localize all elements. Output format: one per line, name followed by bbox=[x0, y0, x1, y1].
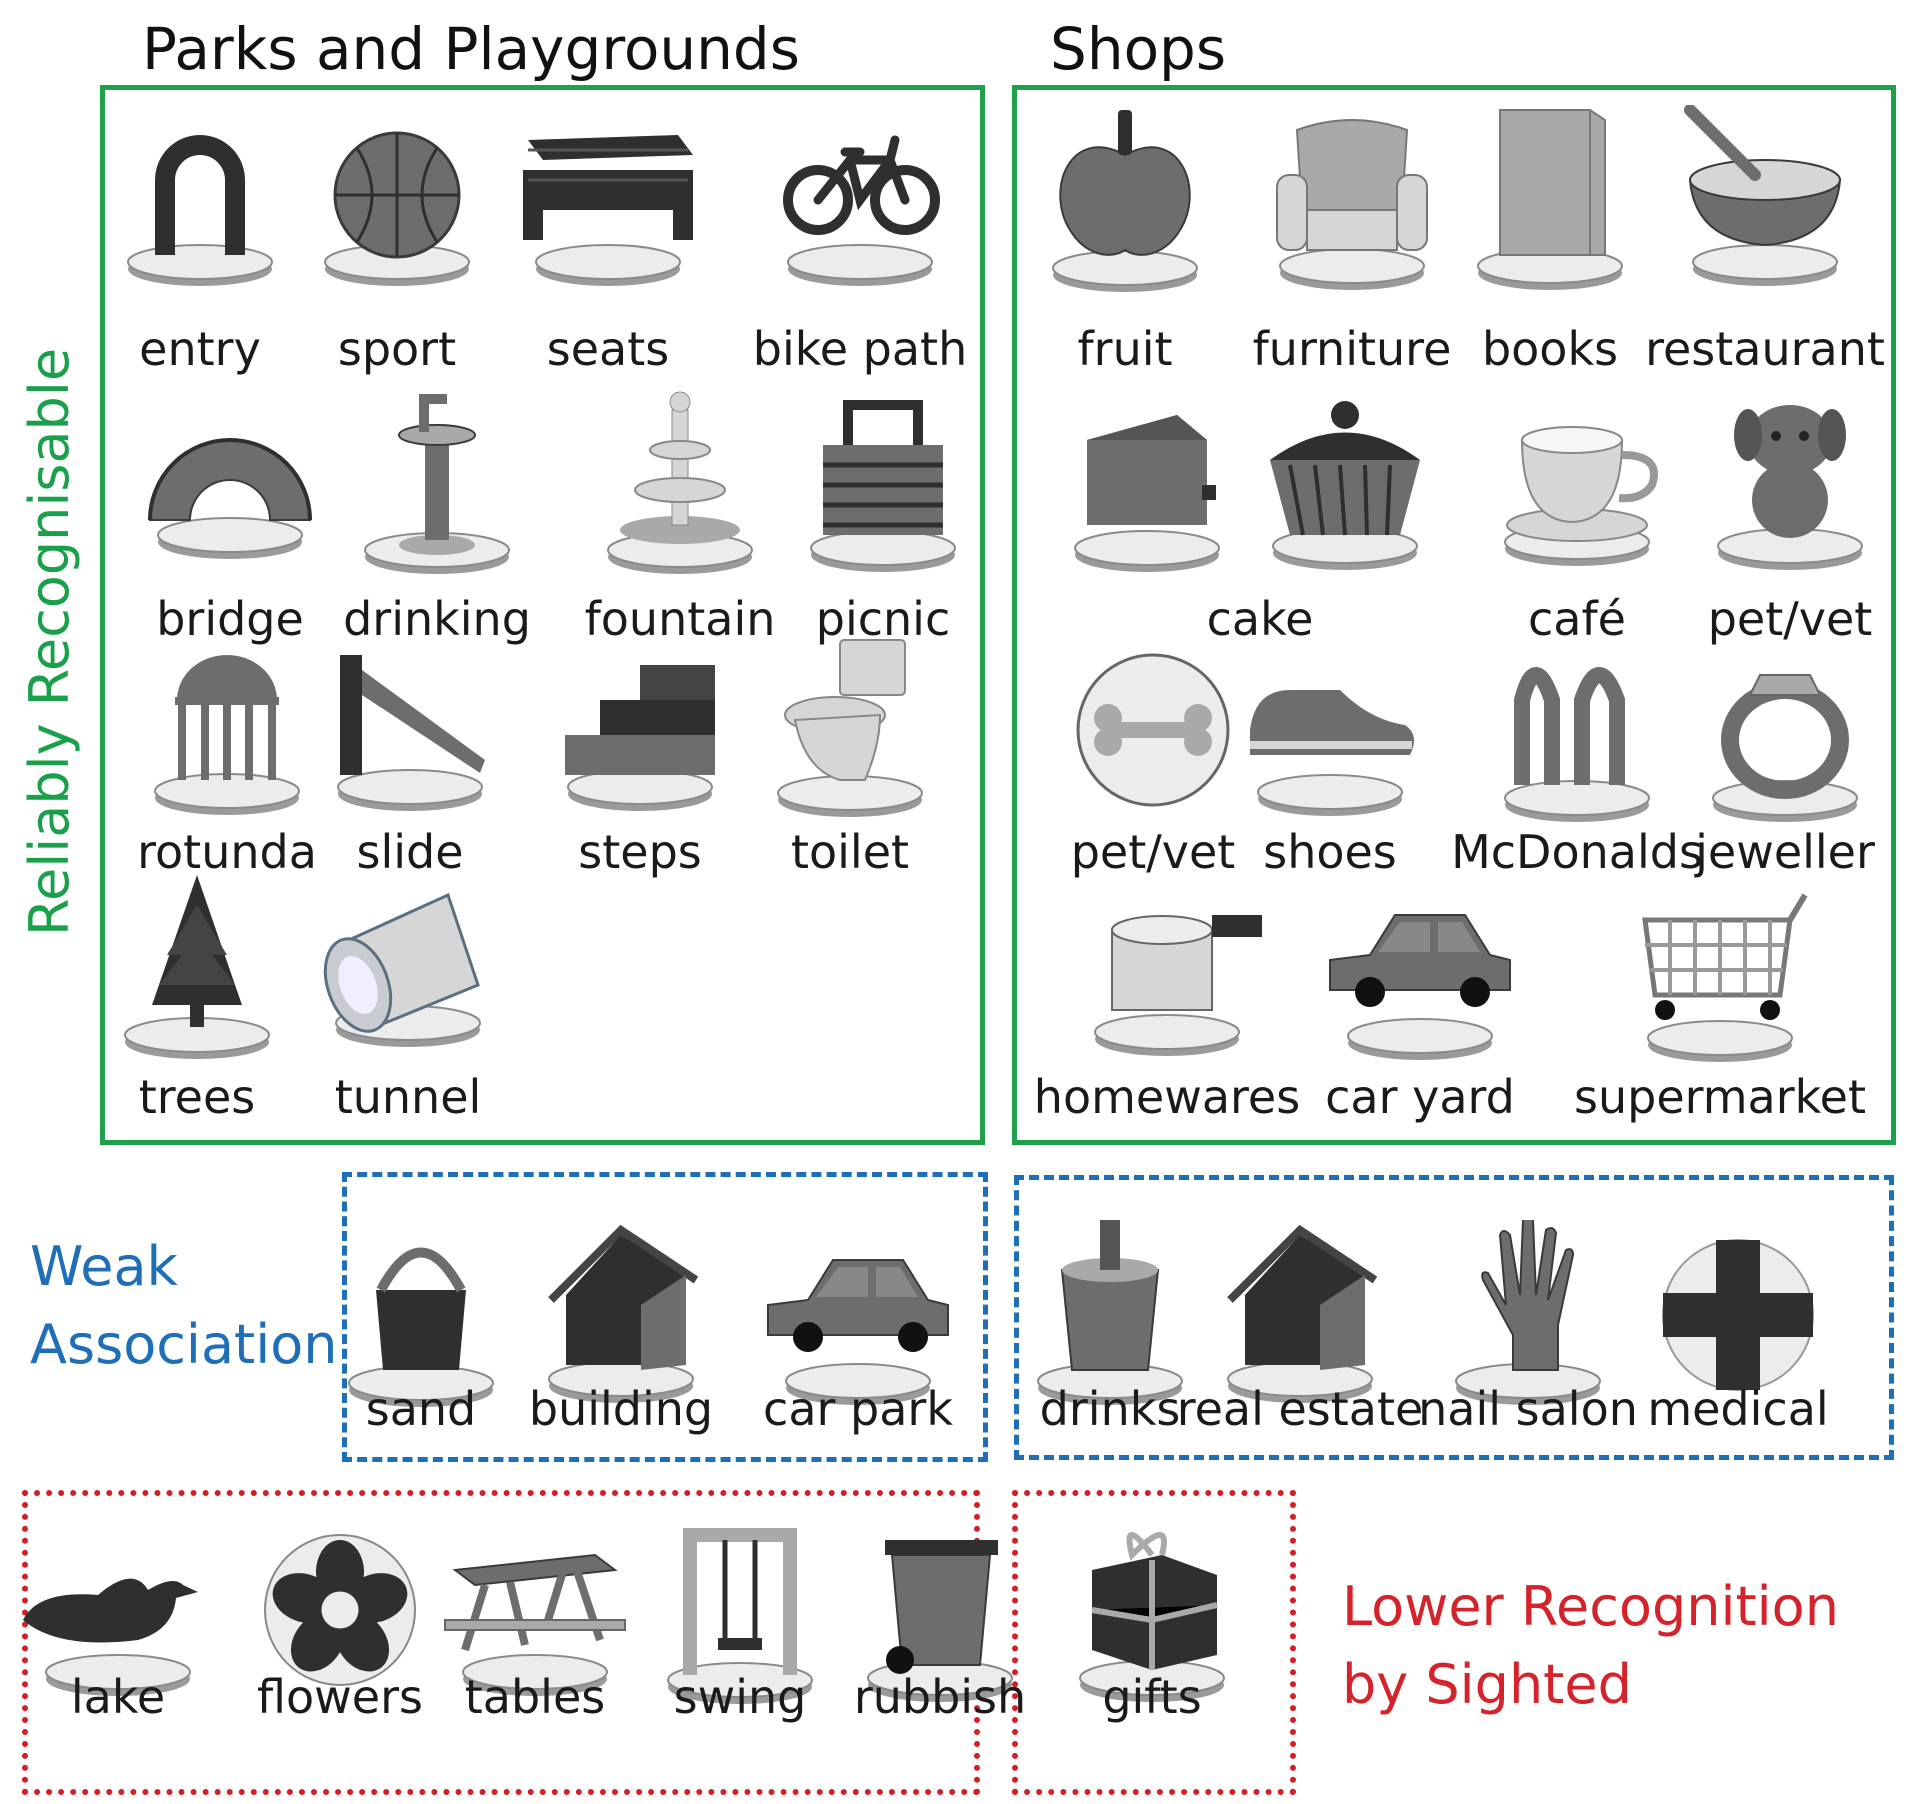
dog-icon bbox=[1717, 405, 1863, 570]
reliable-category-label: Reliably Recognisable bbox=[18, 347, 81, 937]
shoe-icon bbox=[1250, 690, 1414, 816]
icon-label: gifts bbox=[1102, 1670, 1202, 1724]
icon-label: flowers bbox=[257, 1670, 423, 1724]
bucket-icon bbox=[348, 1247, 494, 1407]
icon-label: drinks bbox=[1039, 1382, 1181, 1436]
icon-label: car park bbox=[763, 1382, 953, 1436]
icon-label: tables bbox=[464, 1670, 606, 1724]
icon-label: car yard bbox=[1325, 1070, 1515, 1124]
tunnel-icon bbox=[323, 892, 481, 1047]
gift-box-icon bbox=[1079, 1532, 1225, 1702]
icon-label: sand bbox=[365, 1382, 477, 1436]
icon-label: bridge bbox=[156, 592, 304, 646]
rotunda-icon bbox=[154, 655, 300, 815]
cross-icon bbox=[1662, 1239, 1814, 1391]
house-icon bbox=[548, 1224, 699, 1403]
shops-lower-box bbox=[1012, 1490, 1296, 1795]
cup-icon bbox=[1504, 426, 1658, 566]
icon-label: swing bbox=[673, 1670, 807, 1724]
icon-label: fruit bbox=[1077, 322, 1173, 376]
apple-icon bbox=[1052, 110, 1198, 292]
icon-label: cake bbox=[1206, 592, 1314, 646]
icon-label: real estate bbox=[1176, 1382, 1424, 1436]
lower-category-line1: Lower Recognition bbox=[1342, 1575, 1839, 1638]
icon-label: drinking bbox=[343, 592, 531, 646]
icon-label: building bbox=[528, 1382, 714, 1436]
armchair-icon bbox=[1276, 119, 1428, 290]
parks-weak-box bbox=[342, 1172, 988, 1462]
steps-icon bbox=[565, 665, 715, 811]
icon-label: lake bbox=[70, 1670, 166, 1724]
drinking-tap-icon bbox=[364, 394, 510, 574]
icon-label: books bbox=[1481, 322, 1619, 376]
parks-column-title: Parks and Playgrounds bbox=[142, 15, 800, 83]
trolley-icon bbox=[1642, 893, 1808, 1062]
fountain-icon bbox=[607, 391, 753, 574]
picnic-basket-icon bbox=[810, 400, 956, 572]
bicycle-icon bbox=[783, 135, 940, 286]
ring-icon bbox=[1712, 674, 1858, 822]
cupcake-icon bbox=[1270, 401, 1420, 570]
shops-weak-box bbox=[1014, 1175, 1894, 1460]
weak-category-line2: Association bbox=[30, 1313, 338, 1377]
icon-label: supermarket bbox=[1574, 1070, 1866, 1124]
icon-label: entry bbox=[139, 322, 261, 376]
tree-icon bbox=[124, 875, 270, 1059]
hand-icon bbox=[1455, 1220, 1601, 1405]
parks-reliable-box bbox=[100, 85, 985, 1145]
icon-label: fountain bbox=[584, 592, 776, 646]
flower-icon bbox=[264, 1534, 416, 1686]
arches-icon bbox=[1504, 667, 1650, 822]
bench-icon bbox=[523, 135, 693, 286]
cake-slice-icon bbox=[1074, 415, 1220, 572]
icon-label: shoes bbox=[1263, 825, 1397, 879]
icon-label: rotunda bbox=[137, 825, 317, 879]
slide-icon bbox=[337, 655, 485, 811]
drink-cup-icon bbox=[1037, 1220, 1183, 1405]
car-icon bbox=[1329, 914, 1511, 1060]
book-icon bbox=[1477, 109, 1623, 290]
icon-label: medical bbox=[1647, 1382, 1829, 1436]
swing-icon bbox=[667, 1528, 813, 1704]
basketball-icon bbox=[324, 131, 470, 286]
icon-label: pet/vet bbox=[1070, 825, 1236, 879]
icon-label: pet/vet bbox=[1707, 592, 1873, 646]
icon-label: jeweller bbox=[1695, 825, 1875, 879]
icon-label: nail salon bbox=[1418, 1382, 1638, 1436]
wheelie-bin-icon bbox=[867, 1540, 1013, 1702]
icon-label: bike path bbox=[752, 322, 968, 376]
toilet-icon bbox=[777, 639, 923, 817]
lower-category-label: Lower Recognition by Sighted bbox=[1342, 1568, 1839, 1725]
house-icon bbox=[1227, 1224, 1378, 1403]
bridge-icon bbox=[148, 438, 312, 559]
car-icon bbox=[767, 1259, 949, 1405]
icon-label: sport bbox=[337, 322, 457, 376]
icon-label: picnic bbox=[815, 592, 951, 646]
bone-icon bbox=[1076, 653, 1230, 807]
weak-category-line1: Weak bbox=[30, 1235, 178, 1298]
icon-label: homewares bbox=[1033, 1070, 1301, 1124]
icon-label: steps bbox=[578, 825, 702, 879]
icon-label: café bbox=[1528, 592, 1626, 646]
picnic-table-icon bbox=[444, 1553, 626, 1696]
icon-label: toilet bbox=[790, 825, 910, 879]
icon-label: restaurant bbox=[1645, 322, 1885, 376]
duck-icon bbox=[23, 1578, 198, 1696]
icon-label: furniture bbox=[1252, 322, 1452, 376]
arch-icon bbox=[127, 135, 273, 286]
icon-label: McDonalds bbox=[1451, 825, 1703, 879]
weak-category-label: Weak Association bbox=[30, 1228, 337, 1385]
icon-label: rubbish bbox=[853, 1670, 1027, 1724]
lower-category-line2: by Sighted bbox=[1342, 1653, 1632, 1717]
shops-column-title: Shops bbox=[1050, 15, 1227, 83]
icon-label: tunnel bbox=[334, 1070, 482, 1124]
icon-label: trees bbox=[138, 1070, 256, 1124]
bowl-spoon-icon bbox=[1684, 105, 1842, 286]
saucepan-icon bbox=[1094, 915, 1262, 1056]
icon-label: seats bbox=[546, 322, 670, 376]
icon-label: slide bbox=[356, 825, 464, 879]
shops-reliable-box bbox=[1012, 85, 1896, 1145]
